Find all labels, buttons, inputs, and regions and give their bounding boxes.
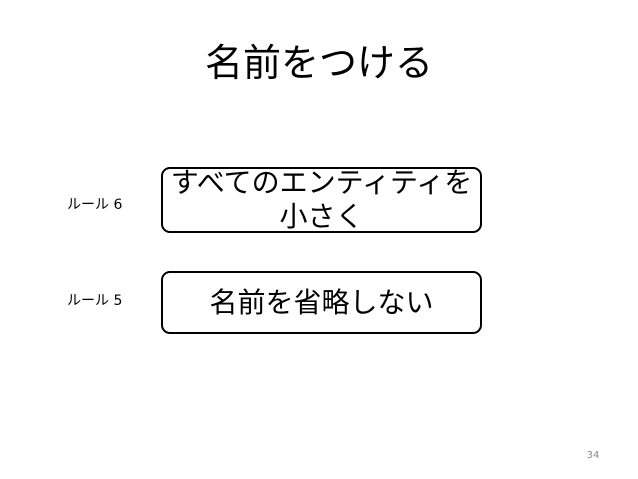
rule-6-text-line1: すべてのエンティティを: [170, 166, 473, 199]
rule-6-text: すべてのエンティティを 小さく: [171, 166, 473, 234]
rule-5-box: 名前を省略しない: [161, 271, 482, 334]
rule-5-text: 名前を省略しない: [209, 285, 434, 319]
rule-6-label: ルール 6: [67, 197, 123, 213]
page-number: 34: [586, 450, 600, 461]
slide-title: 名前をつける: [204, 41, 433, 85]
rule-6-box: すべてのエンティティを 小さく: [161, 166, 482, 234]
rule-5-label: ルール 5: [67, 293, 123, 309]
rule-6-text-line2: 小さく: [279, 200, 364, 233]
